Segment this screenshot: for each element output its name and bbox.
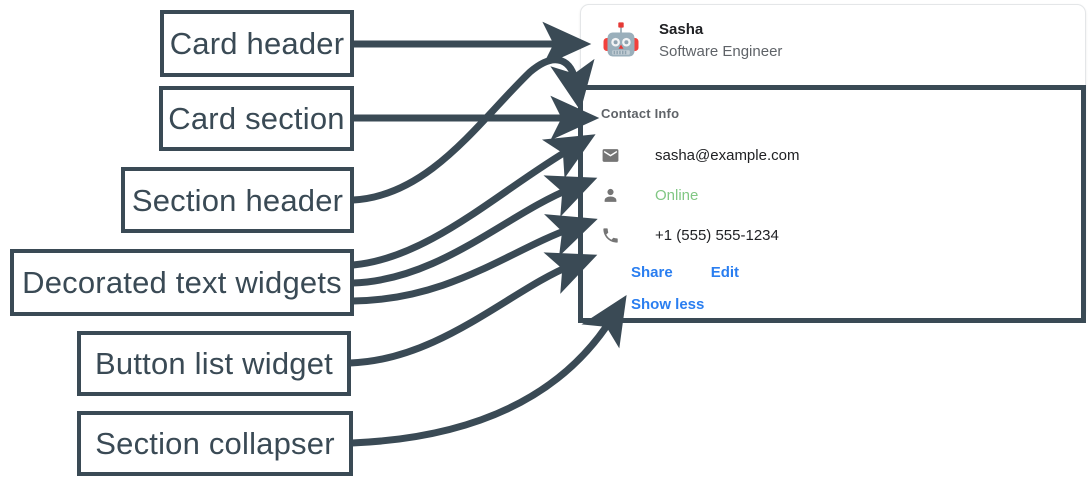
decorated-text-widget-phone: +1 (555) 555-1234 (601, 215, 1081, 255)
decorated-text-widget-email: sasha@example.com (601, 135, 1081, 175)
callout-label: Section collapser (95, 426, 335, 461)
decorated-text-widget-status: Online (601, 175, 1081, 215)
widget-text-email: sasha@example.com (655, 146, 800, 164)
person-icon (601, 186, 627, 205)
card-header-text: Sasha Software Engineer (659, 21, 783, 60)
share-button[interactable]: Share (631, 263, 673, 281)
phone-icon (601, 226, 627, 245)
callout-label: Decorated text widgets (22, 265, 342, 300)
card-header-subtitle: Software Engineer (659, 42, 783, 60)
arrow-button-list (349, 252, 598, 367)
widget-text-phone: +1 (555) 555-1234 (655, 226, 779, 244)
arrow-widget-online (352, 175, 598, 287)
show-less-button[interactable]: Show less (631, 295, 705, 313)
edit-button[interactable]: Edit (710, 263, 740, 281)
callout-card-section: Card section (159, 86, 354, 151)
arrow-section-header (352, 56, 595, 204)
arrow-widget-phone (352, 214, 598, 305)
card-section: Contact Info sasha@example.com (578, 85, 1086, 323)
section-collapser: Show less (601, 289, 1081, 319)
robot-avatar-icon (599, 19, 643, 63)
callout-label: Card header (169, 26, 345, 61)
callout-decorated-text-widgets: Decorated text widgets (10, 249, 354, 316)
callout-section-header: Section header (121, 167, 354, 233)
arrow-widget-email (352, 134, 596, 269)
callout-label: Button list widget (95, 346, 333, 381)
arrow-section-collapser (351, 294, 627, 447)
callout-card-header: Card header (160, 10, 354, 77)
section-header: Contact Info (601, 106, 680, 121)
callout-button-list-widget: Button list widget (77, 331, 351, 396)
mail-icon (601, 146, 627, 165)
widget-text-status: Online (655, 186, 699, 204)
card-header-title: Sasha (659, 21, 704, 38)
callout-label: Card section (168, 101, 345, 136)
card-header: Sasha Software Engineer (581, 5, 1085, 77)
callout-label: Section header (131, 182, 344, 218)
button-list-widget: Share Edit (601, 255, 1081, 289)
callout-section-collapser: Section collapser (77, 411, 353, 476)
